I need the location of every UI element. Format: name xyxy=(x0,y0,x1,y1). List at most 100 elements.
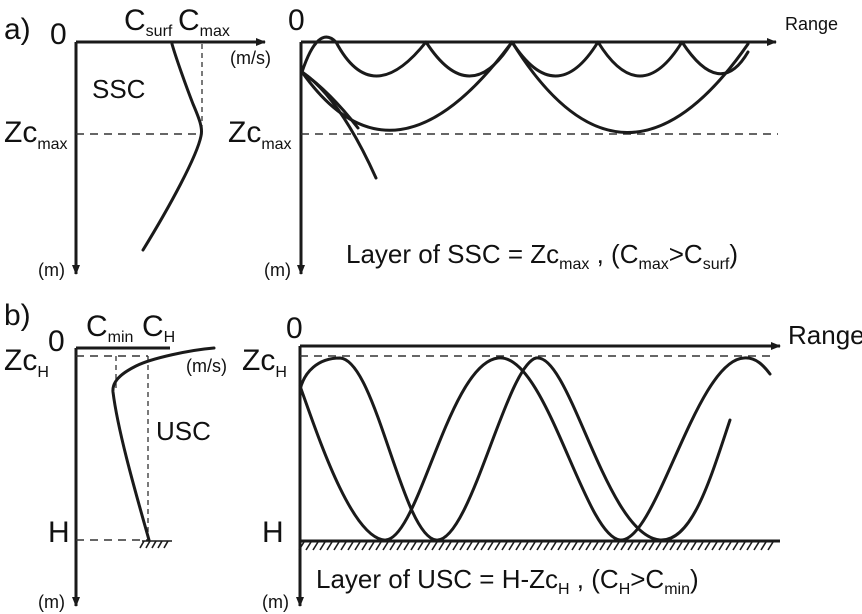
hatch-mark xyxy=(767,541,774,551)
hatch-mark xyxy=(403,541,410,551)
hatch-mark xyxy=(382,541,389,551)
hatch-mark xyxy=(375,541,382,551)
hatch-mark xyxy=(410,541,417,551)
hatch-mark xyxy=(515,541,522,551)
hatch-mark xyxy=(585,541,592,551)
origin-label: 0 xyxy=(288,4,305,37)
hatch-mark xyxy=(347,541,354,551)
origin-label: 0 xyxy=(48,325,65,358)
hatch-mark xyxy=(543,541,550,551)
cmax-label: Cmax xyxy=(178,4,230,40)
range-label: Range xyxy=(788,320,862,350)
hatch-mark xyxy=(501,541,508,551)
hatch-mark xyxy=(340,541,347,551)
hatch-mark xyxy=(606,541,613,551)
hatch-mark xyxy=(445,541,452,551)
hatch-mark xyxy=(522,541,529,551)
hatch-mark xyxy=(718,541,725,551)
hatch-mark xyxy=(564,541,571,551)
seafloor-hatch xyxy=(298,541,774,551)
hatch-mark xyxy=(620,541,627,551)
hatch-mark xyxy=(739,541,746,551)
usc-profile-curve xyxy=(111,346,216,542)
hatch-mark xyxy=(627,541,634,551)
hatch-mark xyxy=(312,541,319,551)
hatch-mark xyxy=(641,541,648,551)
hatch-mark xyxy=(697,541,704,551)
ray-2 xyxy=(298,356,732,542)
origin-label: 0 xyxy=(50,18,67,51)
hatch-mark xyxy=(396,541,403,551)
hatch-mark xyxy=(487,541,494,551)
zcmax-label: Zcmax xyxy=(4,116,68,153)
panel-a-letter: a) xyxy=(4,13,31,46)
hatch-mark xyxy=(333,541,340,551)
panel-b-letter: b) xyxy=(4,299,31,332)
hatch-mark xyxy=(578,541,585,551)
hatch-mark xyxy=(550,541,557,551)
ray-escape-2 xyxy=(300,70,360,130)
hatch-mark xyxy=(417,541,424,551)
hatch-mark xyxy=(438,541,445,551)
ssc-equation: Layer of SSC = Zcmax , (Cmax>Csurf) xyxy=(346,239,738,273)
hatch-mark xyxy=(298,541,305,551)
hatch-mark xyxy=(529,541,536,551)
hatch-mark xyxy=(746,541,753,551)
hatch-mark xyxy=(683,541,690,551)
hatch-mark xyxy=(669,541,676,551)
hatch-mark xyxy=(508,541,515,551)
panel-b: b) 0 Cmin CH (m/s) ZcH H (m) USC xyxy=(4,299,862,612)
depth-unit-label: (m) xyxy=(262,592,289,612)
panel-a: a) 0 Csurf Cmax (m/s) Zcmax (m) SSC 0 Ra… xyxy=(4,4,838,280)
zcmax-label: Zcmax xyxy=(228,116,292,153)
ray-1 xyxy=(298,356,772,542)
zch-label: ZcH xyxy=(242,344,287,381)
usc-label: USC xyxy=(156,416,211,446)
hatch-mark xyxy=(536,541,543,551)
hatch-mark xyxy=(634,541,641,551)
hatch-mark xyxy=(424,541,431,551)
hatch-mark xyxy=(599,541,606,551)
origin-label: 0 xyxy=(286,312,303,345)
hatch-mark xyxy=(732,541,739,551)
hatch-mark xyxy=(473,541,480,551)
h-label: H xyxy=(48,516,70,549)
ssc-profile-curve xyxy=(141,42,203,252)
hatch-mark xyxy=(613,541,620,551)
hatch-mark xyxy=(326,541,333,551)
hatch-mark xyxy=(480,541,487,551)
range-label: Range xyxy=(785,14,838,34)
hatch-mark xyxy=(662,541,669,551)
panel-b-speed-profile: 0 Cmin CH (m/s) ZcH H (m) USC xyxy=(4,310,227,612)
hatch-mark xyxy=(319,541,326,551)
hatch-mark xyxy=(389,541,396,551)
ssc-label: SSC xyxy=(92,74,145,104)
hatch-mark xyxy=(452,541,459,551)
hatch-mark xyxy=(571,541,578,551)
hatch-mark xyxy=(690,541,697,551)
hatch-mark xyxy=(354,541,361,551)
hatch-mark xyxy=(753,541,760,551)
hatch-mark xyxy=(676,541,683,551)
hatch-mark xyxy=(459,541,466,551)
cmin-label: Cmin xyxy=(86,310,133,346)
speed-unit-label: (m/s) xyxy=(186,356,227,376)
ch-label: CH xyxy=(142,310,175,346)
seafloor-hatch-small xyxy=(139,540,172,549)
hatch-mark xyxy=(711,541,718,551)
depth-unit-label: (m) xyxy=(264,260,291,280)
zch-label: ZcH xyxy=(4,344,49,381)
hatch-mark xyxy=(305,541,312,551)
panel-a-speed-profile: 0 Csurf Cmax (m/s) Zcmax (m) SSC xyxy=(4,4,271,280)
hatch-mark xyxy=(557,541,564,551)
depth-unit-label: (m) xyxy=(38,592,65,612)
hatch-mark xyxy=(592,541,599,551)
hatch-mark xyxy=(655,541,662,551)
hatch-mark xyxy=(494,541,501,551)
hatch-mark xyxy=(704,541,711,551)
usc-equation: Layer of USC = H-ZcH , (CH>Cmin) xyxy=(316,564,699,598)
panel-b-ray-diagram: 0 Range ZcH H (m) Layer of USC = H-ZcH ,… xyxy=(242,312,862,612)
panel-a-ray-diagram: 0 Range Zcmax (m) Layer of SSC = Zcmax ,… xyxy=(228,4,838,280)
